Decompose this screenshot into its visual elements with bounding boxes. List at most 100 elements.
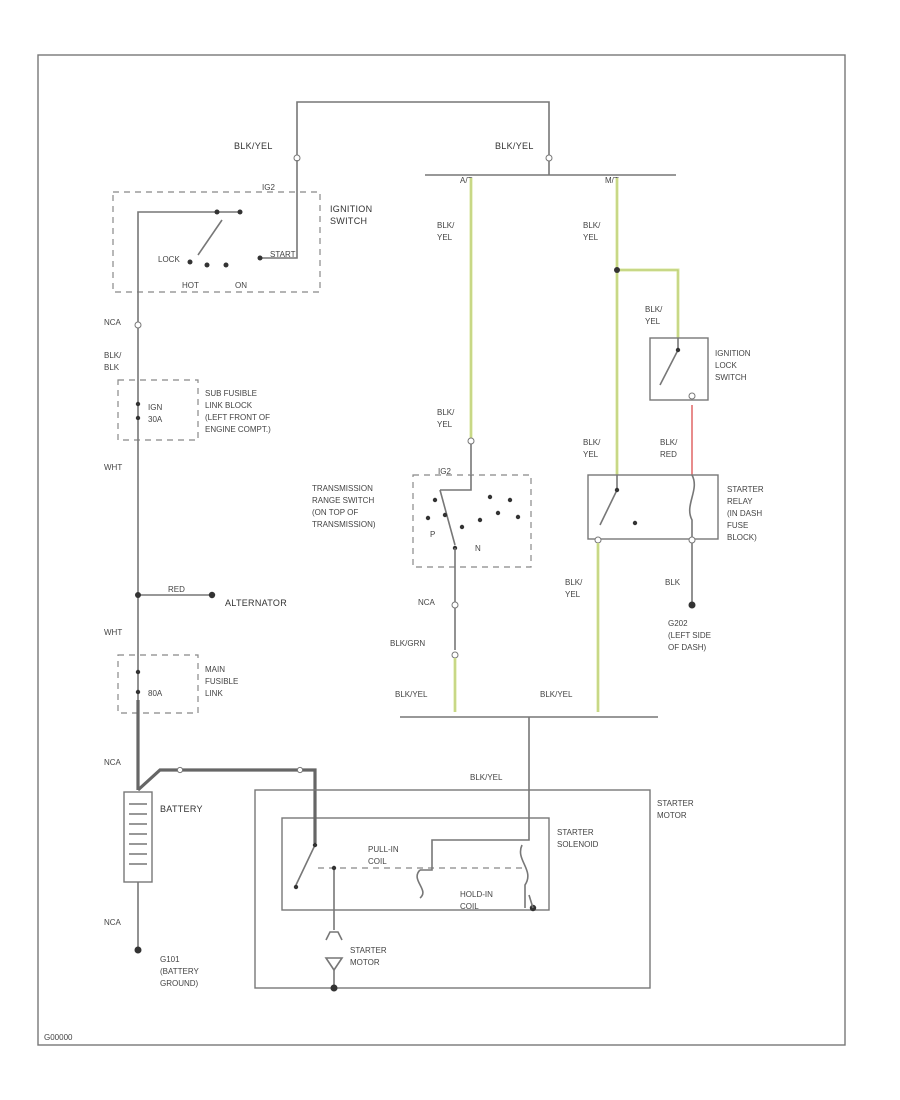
label-main-fusible-1: MAIN: [205, 665, 225, 674]
label-mt-wire2-2: YEL: [645, 317, 661, 326]
label-blk-grn: BLK/GRN: [390, 639, 425, 648]
label-starter-box-1: STARTER: [657, 799, 694, 808]
connector: [467, 437, 475, 445]
label-relay-out-1: BLK/: [565, 578, 583, 587]
label-hold-in-1: HOLD-IN: [460, 890, 493, 899]
label-g202-1: G202: [668, 619, 688, 628]
label-g202-3: OF DASH): [668, 643, 707, 652]
starter-solenoid-box: [281, 817, 550, 911]
label-trans-switch-4: TRANSMISSION): [312, 520, 376, 529]
label-relay-wire-r1: BLK/: [660, 438, 678, 447]
label-trans-switch-3: (ON TOP OF: [312, 508, 358, 517]
solenoid-internals: [293, 815, 537, 930]
label-blk-2: BLK: [104, 363, 120, 372]
battery: [123, 791, 153, 883]
label-sub-fusible-2: LINK BLOCK: [205, 401, 253, 410]
lock-switch-contact: [659, 338, 696, 400]
fuse-terminal: [135, 669, 141, 675]
starter-relay: [587, 474, 719, 540]
connector: [688, 536, 696, 544]
label-relay-wire-l2: YEL: [583, 450, 599, 459]
label-solenoid-1: STARTER: [557, 828, 594, 837]
label-starter-relay-3: (IN DASH: [727, 509, 762, 518]
label-pull-in-2: COIL: [368, 857, 387, 866]
connector: [134, 321, 142, 329]
connector: [594, 536, 602, 544]
label-mt: M/T: [605, 176, 619, 185]
label-range-n: N: [475, 544, 481, 553]
label-ignition-switch-1: IGNITION: [330, 204, 372, 214]
wire-mt-yellow: [615, 178, 680, 475]
label-lock-switch-1: IGNITION: [715, 349, 751, 358]
label-at-wire-2: YEL: [437, 233, 453, 242]
connector: [451, 601, 459, 609]
label-sub-fusible-3: (LEFT FRONT OF: [205, 413, 270, 422]
label-mt-wire2-1: BLK/: [645, 305, 663, 314]
label-lock-switch-2: LOCK: [715, 361, 737, 370]
label-main-fusible-2: FUSIBLE: [205, 677, 238, 686]
ground-g202: [688, 601, 696, 609]
starter-motor-symbol: [324, 931, 344, 985]
sub-fusible-link-block: [117, 379, 199, 441]
connector: [545, 154, 553, 162]
label-alternator: ALTERNATOR: [225, 598, 287, 608]
label-fuse-ign: IGN: [148, 403, 162, 412]
ignition-switch-box: [112, 191, 321, 293]
label-g202-2: (LEFT SIDE: [668, 631, 711, 640]
battery-cable: [136, 768, 317, 815]
label-sub-fusible-1: SUB FUSIBLE: [205, 389, 257, 398]
label-main-fusible-3: LINK: [205, 689, 223, 698]
connector: [451, 651, 459, 659]
label-bottom-left: BLK/YEL: [395, 690, 428, 699]
label-starter-relay-5: BLOCK): [727, 533, 757, 542]
label-top-wire-left: BLK/YEL: [234, 141, 273, 151]
starter-relay-internals: [599, 474, 696, 539]
label-fuse-80a: 80A: [148, 689, 163, 698]
range-switch-contacts: [425, 475, 521, 551]
label-hot: HOT: [182, 281, 199, 290]
starter-ground: [330, 984, 338, 992]
fuse-terminal: [135, 415, 141, 421]
label-starter-relay-1: STARTER: [727, 485, 764, 494]
label-trans-wire-1: BLK/: [437, 408, 455, 417]
label-ignition-switch-2: SWITCH: [330, 216, 367, 226]
ignition-switch: [137, 160, 298, 292]
splice: [135, 592, 141, 598]
label-relay-wire-r2: RED: [660, 450, 677, 459]
label-wht-2: WHT: [104, 628, 122, 637]
label-mt-wire-1: BLK/: [583, 221, 601, 230]
label-ground-2: (BATTERY: [160, 967, 199, 976]
label-lock-switch-3: SWITCH: [715, 373, 747, 382]
label-alternator-wire: RED: [168, 585, 185, 594]
label-at-wire-1: BLK/: [437, 221, 455, 230]
fuse-terminal: [135, 689, 141, 695]
label-sub-fusible-4: ENGINE COMPT.): [205, 425, 271, 434]
label-solenoid-wire: BLK/YEL: [470, 773, 503, 782]
fuse-terminal: [135, 401, 141, 407]
label-top-wire-right: BLK/YEL: [495, 141, 534, 151]
alternator-terminal: [208, 591, 216, 599]
label-ig-trans: IG2: [438, 467, 451, 476]
connector: [296, 766, 304, 774]
transmission-range-switch: [412, 474, 532, 568]
label-battery: BATTERY: [160, 804, 203, 814]
label-starter-box-2: MOTOR: [657, 811, 687, 820]
label-lock: LOCK: [158, 255, 180, 264]
connector: [176, 766, 184, 774]
label-ground-1: G101: [160, 955, 180, 964]
splice: [614, 267, 620, 273]
label-starter-relay-2: RELAY: [727, 497, 753, 506]
label-mt-wire-2: YEL: [583, 233, 599, 242]
label-trans-switch-2: RANGE SWITCH: [312, 496, 374, 505]
label-pull-in-1: PULL-IN: [368, 845, 399, 854]
label-fuse-30a: 30A: [148, 415, 163, 424]
label-starter-relay-4: FUSE: [727, 521, 748, 530]
label-on: ON: [235, 281, 247, 290]
label-trans-switch-1: TRANSMISSION: [312, 484, 373, 493]
label-hold-in-2: COIL: [460, 902, 479, 911]
label-at: A/T: [460, 176, 473, 185]
label-nca-1: NCA: [104, 318, 122, 327]
label-blk-1: BLK/: [104, 351, 122, 360]
main-fusible-link: [117, 654, 199, 714]
